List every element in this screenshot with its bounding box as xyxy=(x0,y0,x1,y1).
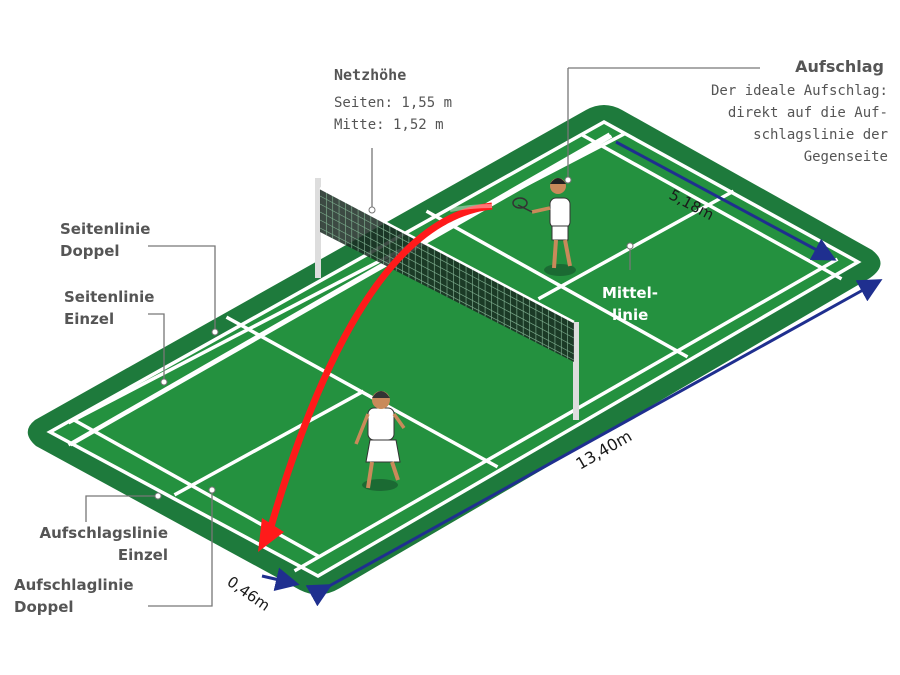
mittellinie-line-2: linie xyxy=(612,306,649,324)
mittellinie-line-1: Mittel- xyxy=(602,284,658,302)
aufschlag-line-4: Gegenseite xyxy=(803,149,888,165)
netzhoehe-mitte: Mitte: 1,52 m xyxy=(334,117,444,133)
back-gap-dimension-label: 0,46m xyxy=(224,573,274,615)
curved-arrow-icon xyxy=(258,202,493,552)
aufschlag-line-2: direkt auf die Auf- xyxy=(727,105,888,121)
aufschlaglinie-doppel-line-1: Aufschlaglinie xyxy=(14,576,134,594)
netzhoehe-title: Netzhöhe xyxy=(334,66,407,84)
dimension-arrows xyxy=(261,140,883,607)
seitenlinie-doppel-line-1: Seitenlinie xyxy=(60,220,151,238)
player-back-view-icon xyxy=(354,391,406,491)
aufschlag-title: Aufschlag xyxy=(795,57,884,76)
aufschlaglinie-doppel-line-2: Doppel xyxy=(14,598,74,616)
player-with-racket-icon xyxy=(512,178,576,276)
label-markers xyxy=(154,176,634,500)
leader-lines xyxy=(85,67,760,607)
aufschlagslinie-einzel-line-2: Einzel xyxy=(117,546,168,564)
aufschlag-line-3: schlagslinie der xyxy=(753,127,888,143)
aufschlag-line-1: Der ideale Aufschlag: xyxy=(710,83,888,99)
seitenlinie-einzel-line-1: Seitenlinie xyxy=(64,288,155,306)
seitenlinie-einzel-line-2: Einzel xyxy=(64,310,115,328)
badminton-net-icon xyxy=(315,178,579,420)
seitenlinie-doppel-line-2: Doppel xyxy=(60,242,120,260)
aufschlagslinie-einzel-line-1: Aufschlagslinie xyxy=(39,524,168,542)
netzhoehe-seiten: Seiten: 1,55 m xyxy=(334,95,453,111)
